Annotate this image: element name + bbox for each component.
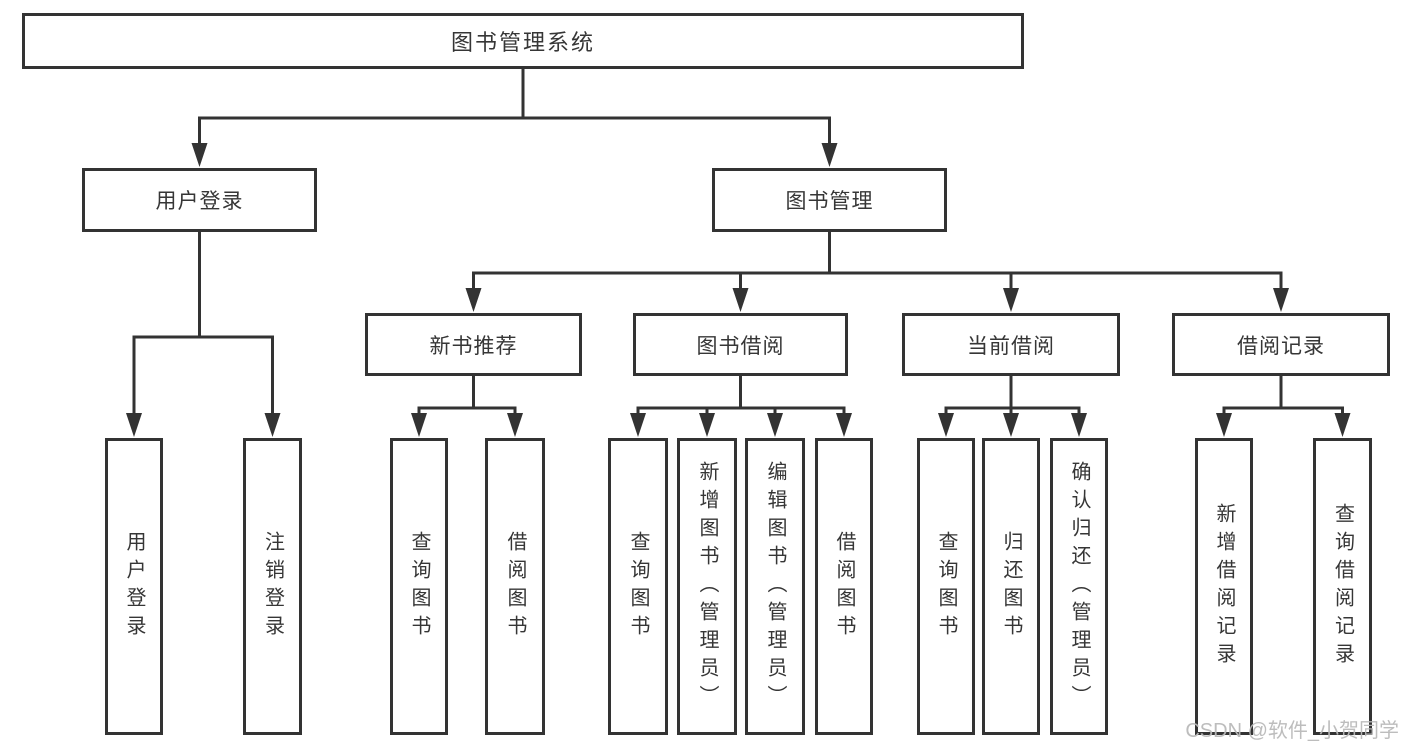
leaf-query-borrow-record: 查询借阅记录 [1313, 438, 1372, 735]
leaf-logout-label: 注销登录 [261, 530, 284, 643]
leaf-query-borrow-record-label: 查询借阅记录 [1331, 502, 1354, 671]
node-root: 图书管理系统 [22, 13, 1024, 69]
node-current-borrow: 当前借阅 [902, 313, 1120, 376]
node-borrow-records-label: 借阅记录 [1237, 333, 1325, 358]
leaf-borrow-books-recommend: 借阅图书 [485, 438, 545, 735]
leaf-add-borrow-record-label: 新增借阅记录 [1213, 502, 1235, 671]
leaf-confirm-return-admin-label: 确认归还（管理员） [1068, 460, 1090, 713]
leaf-query-books-current-label: 查询图书 [935, 530, 957, 643]
node-user-login-label: 用户登录 [155, 189, 244, 213]
node-book-borrow: 图书借阅 [633, 313, 848, 376]
leaf-borrow-books-borrow: 借阅图书 [815, 438, 873, 735]
leaf-query-books-recommend-label: 查询图书 [408, 530, 430, 643]
leaf-query-books-borrow: 查询图书 [608, 438, 668, 735]
leaf-add-book-admin: 新增图书（管理员） [677, 438, 737, 735]
leaf-add-borrow-record: 新增借阅记录 [1195, 438, 1253, 735]
leaf-query-books-recommend: 查询图书 [390, 438, 448, 735]
node-borrow-records: 借阅记录 [1172, 313, 1390, 376]
node-new-book-recommend-label: 新书推荐 [429, 333, 518, 358]
leaf-logout: 注销登录 [243, 438, 302, 735]
node-root-label: 图书管理系统 [450, 30, 595, 55]
leaf-return-book: 归还图书 [982, 438, 1040, 735]
node-user-login: 用户登录 [82, 168, 317, 232]
node-book-management-label: 图书管理 [785, 189, 874, 213]
leaf-return-book-label: 归还图书 [1000, 530, 1022, 643]
leaf-edit-book-admin-label: 编辑图书（管理员） [764, 460, 786, 713]
leaf-confirm-return-admin: 确认归还（管理员） [1050, 438, 1108, 735]
leaf-user-login-label: 用户登录 [123, 530, 145, 643]
leaf-borrow-books-borrow-label: 借阅图书 [833, 530, 855, 643]
leaf-user-login: 用户登录 [105, 438, 163, 735]
node-current-borrow-label: 当前借阅 [967, 333, 1055, 358]
leaf-add-book-admin-label: 新增图书（管理员） [696, 460, 718, 713]
leaf-borrow-books-recommend-label: 借阅图书 [504, 530, 526, 643]
node-new-book-recommend: 新书推荐 [365, 313, 582, 376]
node-book-borrow-label: 图书借阅 [696, 333, 785, 358]
leaf-query-books-current: 查询图书 [917, 438, 975, 735]
node-book-management: 图书管理 [712, 168, 947, 232]
leaf-edit-book-admin: 编辑图书（管理员） [745, 438, 805, 735]
leaf-query-books-borrow-label: 查询图书 [627, 530, 649, 643]
